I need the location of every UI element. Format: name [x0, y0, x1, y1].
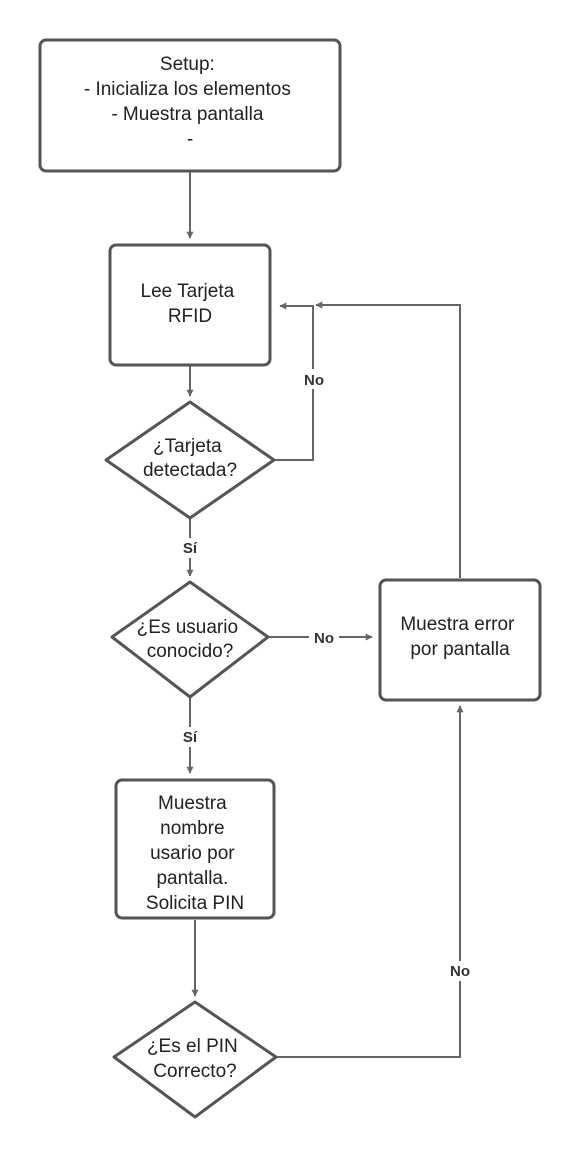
edge-label-bg	[177, 538, 203, 558]
node-known-user: ¿Es usuario conocido?	[110, 580, 270, 699]
node-setup-line: - Muestra pantalla	[111, 104, 264, 125]
pin-correct-diamond	[112, 1000, 278, 1119]
node-pin-correct-text: ¿Es el PIN Correcto?	[147, 1036, 243, 1082]
node-card-detected-text: ¿Tarjeta detectada?	[143, 436, 237, 481]
node-pin-correct: ¿Es el PIN Correcto?	[112, 1000, 278, 1119]
node-read-card-text: Lee Tarjeta RFID	[141, 281, 240, 327]
edge-label-card-yes: Sí	[183, 540, 198, 557]
setup-box	[38, 38, 342, 173]
card-detected-diamond	[104, 400, 276, 520]
edge-label-pin-no: No	[450, 963, 470, 980]
node-setup-line: - Inicializa los elementos	[84, 79, 291, 100]
edge-label-bg	[309, 628, 339, 648]
node-read-card: Lee Tarjeta RFID	[108, 243, 272, 367]
node-setup-line: -	[187, 129, 193, 150]
node-setup-line: Setup:	[160, 54, 215, 75]
known-user-diamond	[110, 580, 270, 699]
node-pin-correct-line: ¿Es el PIN	[147, 1036, 238, 1057]
node-card-detected: ¿Tarjeta detectada?	[104, 400, 276, 520]
node-card-detected-line: detectada?	[143, 460, 237, 481]
node-setup-text: Setup: - Inicializa los elementos - Mues…	[84, 54, 296, 150]
node-show-name-line: nombre	[160, 818, 224, 839]
node-show-name-line: Muestra	[158, 793, 227, 814]
edge-label-card-no: No	[304, 372, 324, 389]
node-show-name: Muestra nombre usario por pantalla. Soli…	[114, 778, 276, 920]
node-show-error-text: Muestra error por pantalla	[400, 614, 519, 660]
node-known-user-line: ¿Es usuario	[137, 617, 238, 638]
edge-label-bg	[446, 961, 474, 981]
node-card-detected-line: ¿Tarjeta	[153, 436, 222, 457]
node-show-name-line: Solicita PIN	[146, 893, 244, 914]
node-read-card-line: RFID	[168, 306, 212, 327]
node-known-user-text: ¿Es usuario conocido?	[137, 617, 244, 662]
node-setup: Setup: - Inicializa los elementos - Mues…	[38, 38, 342, 173]
node-show-error-line: Muestra error	[400, 614, 515, 635]
edge-label-user-no: No	[314, 630, 334, 647]
node-show-error: Muestra error por pantalla	[378, 578, 542, 702]
edge-pin-no-to-error	[276, 705, 464, 1058]
edge-label-user-yes: Sí	[183, 729, 198, 746]
node-show-name-line: pantalla.	[156, 868, 228, 889]
edge-label-bg	[300, 369, 328, 389]
node-show-name-line: usario por	[150, 843, 235, 864]
show-error-box	[378, 578, 542, 702]
node-pin-correct-line: Correcto?	[153, 1061, 236, 1082]
node-read-card-line: Lee Tarjeta	[141, 281, 235, 302]
edge-error-to-read-card	[315, 301, 461, 578]
read-card-box	[108, 243, 272, 367]
edge-label-bg	[177, 727, 203, 747]
show-name-box	[114, 778, 276, 920]
node-show-error-line: por pantalla	[410, 639, 510, 660]
node-known-user-line: conocido?	[147, 641, 234, 662]
node-show-name-text: Muestra nombre usario por pantalla. Soli…	[146, 793, 244, 914]
